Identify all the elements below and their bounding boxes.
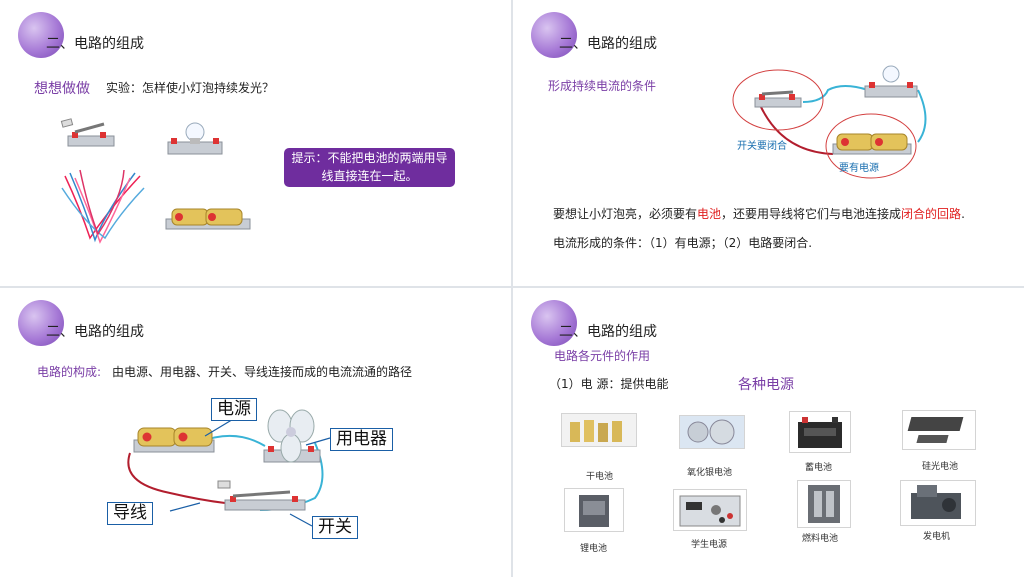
dry-cell-image: [561, 413, 637, 447]
text-segment: 要想让小灯泡亮，必须要有: [553, 207, 698, 221]
battery-pack-image: [165, 208, 251, 230]
wire-label: 导线: [107, 502, 153, 525]
switch-closed-label: 开关要闭合: [737, 141, 787, 152]
dry-cell-caption: 干电池: [586, 472, 614, 482]
highlight-battery: 电池: [697, 207, 722, 221]
circuit-diagram: [127, 409, 324, 511]
hint-line-2: 线直接连在一起。: [321, 169, 418, 183]
fuel-cell-caption: 燃料电池: [802, 534, 839, 544]
power-role: （1）电 源：提供电能: [549, 377, 669, 391]
student-power-supply-caption: 学生电源: [691, 540, 728, 550]
lithium-battery-image: [564, 488, 624, 532]
section-heading: 电路的构成:: [37, 365, 102, 379]
section-heading: 想想做做: [34, 81, 90, 97]
silver-oxide-cell-image: [679, 415, 745, 449]
label-pointers: [169, 417, 331, 527]
slide-component-roles: 二、电路的组成 电路各元件的作用 （1）电 源：提供电能 各种电源 干电池 氧化…: [513, 288, 1024, 577]
title-decoration-circle: [18, 300, 64, 346]
wires-image: [61, 169, 145, 244]
lead-acid-battery-caption: 蓄电池: [805, 463, 833, 473]
knife-switch-image: [60, 118, 115, 147]
circuit-definition: 由电源、用电器、开关、导线连接而成的电流流通的路径: [112, 365, 413, 379]
slide-current-conditions: 二、电路的组成 形成持续电流的条件 开关要闭合 要有电源 要想让小灯泡亮，必须要…: [513, 0, 1024, 286]
power-source-label: 要有电源: [839, 163, 879, 174]
solar-cell-image: [902, 410, 976, 450]
slide-title: 二、电路的组成: [559, 324, 657, 340]
slide-title: 二、电路的组成: [46, 324, 144, 340]
slide-experiment: 二、电路的组成 想想做做 实验：怎样使小灯泡持续发光？ 提示：不能把电池的两端用…: [0, 0, 511, 286]
fuel-cell-image: [797, 480, 851, 528]
section-heading: 形成持续电流的条件: [548, 79, 657, 93]
hint-line-1: 提示：不能把电池的两端用导: [291, 151, 448, 165]
appliance-label: 用电器: [330, 428, 393, 451]
slide-circuit-composition: 二、电路的组成 电路的构成: 由电源、用电器、开关、导线连接而成的电流流通的路径: [0, 288, 511, 577]
solar-cell-caption: 硅光电池: [922, 462, 959, 472]
generator-image: [900, 480, 976, 526]
lithium-battery-caption: 锂电池: [580, 544, 608, 554]
power-types-heading: 各种电源: [738, 377, 794, 393]
current-conditions: 电流形成的条件：（1）有电源；（2）电路要闭合.: [553, 236, 813, 250]
text-segment: ，还要用导线将它们与电池连接成: [721, 207, 902, 221]
power-source-label: 电源: [211, 398, 257, 421]
text-segment: .: [961, 207, 965, 221]
title-decoration-circle: [531, 12, 577, 58]
title-decoration-circle: [531, 300, 577, 346]
switch-label: 开关: [312, 516, 358, 539]
slide-title: 二、电路的组成: [46, 36, 144, 52]
closed-circuit-diagram: [732, 65, 927, 179]
generator-caption: 发电机: [923, 532, 951, 542]
silver-oxide-cell-caption: 氧化银电池: [687, 468, 733, 478]
slide-title: 二、电路的组成: [559, 36, 657, 52]
experiment-question: 实验：怎样使小灯泡持续发光？: [106, 81, 275, 95]
title-decoration-circle: [18, 12, 64, 58]
highlight-closed-loop: 闭合的回路: [901, 207, 962, 221]
light-bulb-image: [167, 122, 223, 155]
student-power-supply-image: [673, 489, 747, 531]
section-heading: 电路各元件的作用: [554, 349, 651, 363]
conclusion-paragraph: 要想让小灯泡亮，必须要有电池，还要用导线将它们与电池连接成闭合的回路.: [553, 205, 965, 222]
lead-acid-battery-image: [789, 411, 851, 453]
hint-box: 提示：不能把电池的两端用导 线直接连在一起。: [284, 148, 455, 187]
